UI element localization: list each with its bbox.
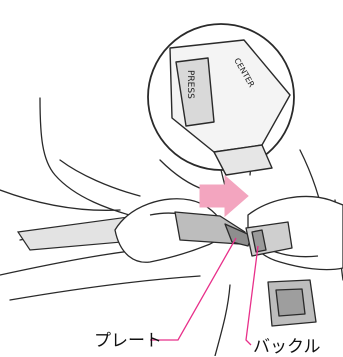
buckle-leader bbox=[246, 246, 258, 345]
zoom-inset: CENTER PRESS bbox=[148, 24, 294, 198]
seatbelt-plate bbox=[175, 212, 252, 246]
plate-label: プレート bbox=[94, 326, 162, 351]
lower-buckle bbox=[268, 280, 316, 326]
buckle-press-label: PRESS bbox=[185, 70, 195, 99]
buckle-label: バックル bbox=[253, 332, 321, 357]
